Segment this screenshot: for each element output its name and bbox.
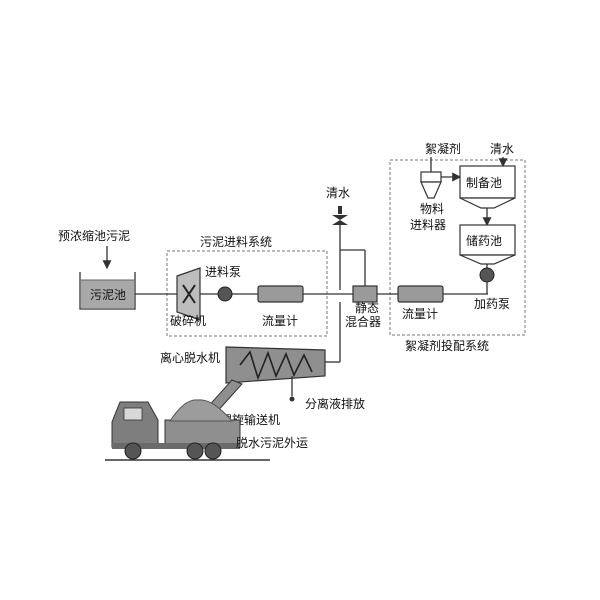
material-feeder-label-1: 物料 <box>420 202 444 216</box>
centrifugal-dewaterer <box>225 346 326 384</box>
clean-water-top-label: 清水 <box>326 186 350 200</box>
sludge-feed-system-label: 污泥进料系统 <box>200 235 272 249</box>
material-feeder <box>420 171 442 199</box>
feed-pump <box>217 286 233 302</box>
sludge-tank-label: 污泥池 <box>90 288 126 302</box>
crusher-label: 破碎机 <box>170 313 206 328</box>
storage-tank-label: 储药池 <box>466 233 502 248</box>
clean-water-valve <box>332 206 348 225</box>
storage-tank <box>459 224 516 265</box>
pre-thickening-sludge-label: 预浓缩池污泥 <box>58 228 130 243</box>
dump-truck <box>105 399 270 461</box>
flocculant-dosing-system-label: 絮凝剂投配系统 <box>405 338 489 353</box>
preparation-tank-label: 制备池 <box>466 176 502 190</box>
flocculant-label: 絮凝剂 <box>425 141 461 156</box>
static-mixer-label-2: 混合器 <box>345 314 381 329</box>
preparation-tank <box>459 165 516 209</box>
static-mixer <box>352 285 378 303</box>
dewatered-sludge-transport-label: 脱水污泥外运 <box>236 435 308 450</box>
flowmeter-1 <box>257 285 304 303</box>
static-mixer-label-1: 静态 <box>355 301 379 315</box>
clean-water-right-label: 清水 <box>490 142 514 156</box>
dosing-pump-label: 加药泵 <box>474 297 510 311</box>
flowmeter-2 <box>397 285 444 303</box>
sludge-tank <box>79 272 136 310</box>
crusher <box>176 267 201 321</box>
separated-liquid-outlet <box>289 396 295 402</box>
flowmeter-1-label: 流量计 <box>262 314 298 328</box>
feed-pump-label: 进料泵 <box>205 265 241 279</box>
flocculant-dosing-system-boundary <box>389 159 526 336</box>
sludge-pile <box>169 399 234 422</box>
material-feeder-label-2: 进料器 <box>410 218 446 232</box>
centrifugal-dewaterer-label: 离心脱水机 <box>160 350 220 365</box>
separated-liquid-discharge-label: 分离液排放 <box>305 396 365 411</box>
flowmeter-2-label: 流量计 <box>402 307 438 321</box>
dosing-pump <box>479 267 495 283</box>
